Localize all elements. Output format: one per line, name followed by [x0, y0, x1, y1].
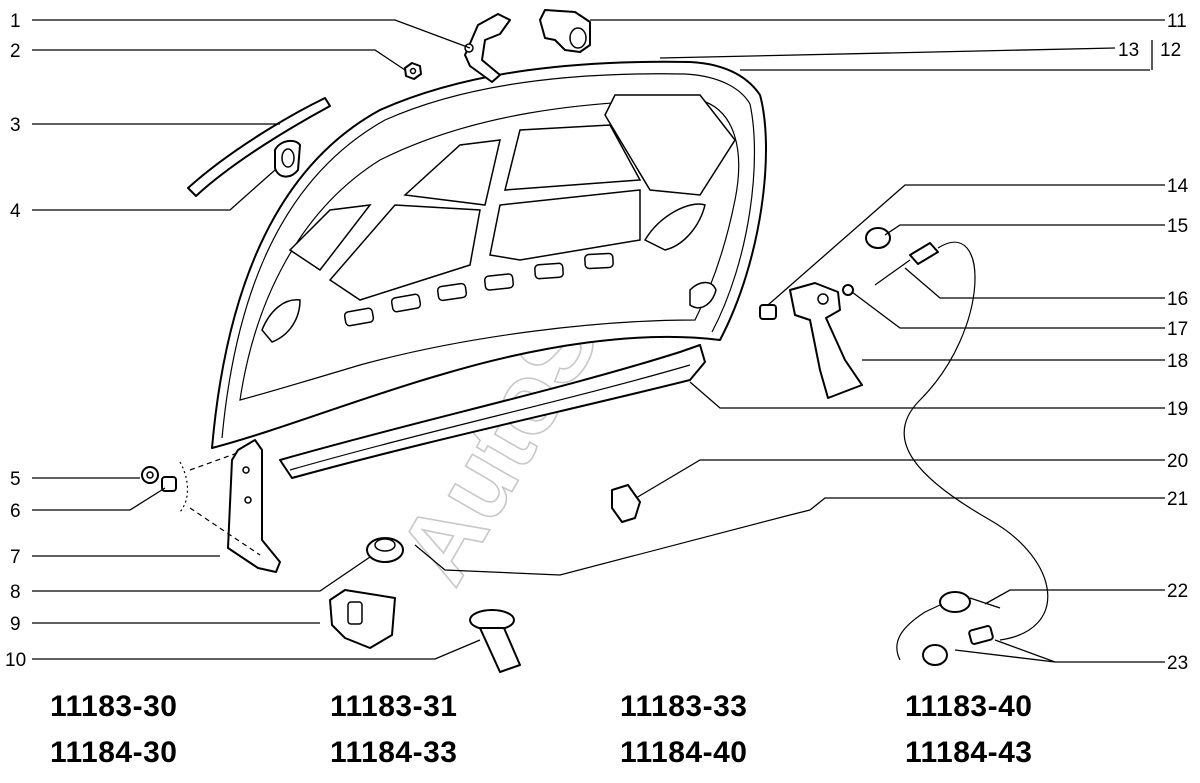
- callout-8: 8: [10, 582, 21, 603]
- part-3-seal-strip: [187, 97, 331, 197]
- part-22-cable-handle: [896, 591, 1001, 661]
- model-code: 11184-43: [905, 736, 1033, 769]
- part-16-cable-end: [874, 242, 939, 286]
- callout-1: 1: [10, 11, 21, 32]
- model-code: 11183-33: [620, 690, 748, 723]
- model-code: 11184-40: [620, 736, 748, 769]
- callout-2: 2: [10, 41, 21, 62]
- hood-panel: [211, 60, 767, 449]
- callouts-right: 11 13 12 14 15 16 17 18 19 20 21 22 23: [1118, 11, 1189, 674]
- callouts-left: 1 2 3 4 5 6 7 8 9 10: [5, 11, 26, 671]
- callout-10: 10: [5, 650, 26, 671]
- model-code: 11183-31: [330, 690, 458, 723]
- callout-12: 12: [1160, 40, 1181, 61]
- part-7-hinge: [227, 439, 281, 573]
- callout-16: 16: [1167, 289, 1188, 310]
- part-8-grommet: [366, 537, 404, 563]
- cable-run: [903, 241, 1049, 641]
- part-15-grommet: [865, 227, 891, 249]
- model-code: 11183-30: [50, 690, 178, 723]
- callout-3: 3: [10, 115, 21, 136]
- callout-4: 4: [10, 201, 21, 222]
- part-17-washer: [842, 284, 854, 296]
- callout-19: 19: [1167, 399, 1188, 420]
- part-5-washer: [141, 466, 159, 484]
- part-10-buffer: [469, 609, 521, 673]
- callout-5: 5: [10, 469, 21, 490]
- callout-7: 7: [10, 547, 21, 568]
- part-1-latch-striker: [464, 13, 511, 83]
- callout-18: 18: [1167, 351, 1188, 372]
- callout-15: 15: [1167, 216, 1188, 237]
- part-4-clip: [274, 139, 301, 178]
- part-2-nut: [404, 62, 422, 80]
- callout-17: 17: [1167, 319, 1188, 340]
- part-9-latch-block: [329, 589, 396, 649]
- callout-21: 21: [1167, 489, 1188, 510]
- model-code: 11183-40: [905, 690, 1033, 723]
- part-18-release-lever: [789, 282, 863, 399]
- leader-lines: [32, 19, 1165, 663]
- callout-13: 13: [1118, 40, 1139, 61]
- part-23-cable-fitting: [922, 625, 994, 666]
- model-code: 11184-30: [50, 736, 178, 769]
- callout-20: 20: [1167, 451, 1188, 472]
- part-21-rod: [414, 509, 811, 576]
- part-14-bolt: [759, 304, 777, 320]
- part-11-bumper: [539, 9, 591, 53]
- callout-6: 6: [10, 501, 21, 522]
- callout-23: 23: [1167, 653, 1188, 674]
- part-19-support-bar: [279, 344, 706, 479]
- callout-9: 9: [10, 614, 21, 635]
- part-20-clip: [611, 484, 641, 523]
- model-code: 11184-33: [330, 736, 458, 769]
- part-6-bolt: [161, 476, 177, 492]
- callout-14: 14: [1167, 176, 1189, 197]
- callout-11: 11: [1167, 11, 1187, 32]
- callout-22: 22: [1167, 581, 1188, 602]
